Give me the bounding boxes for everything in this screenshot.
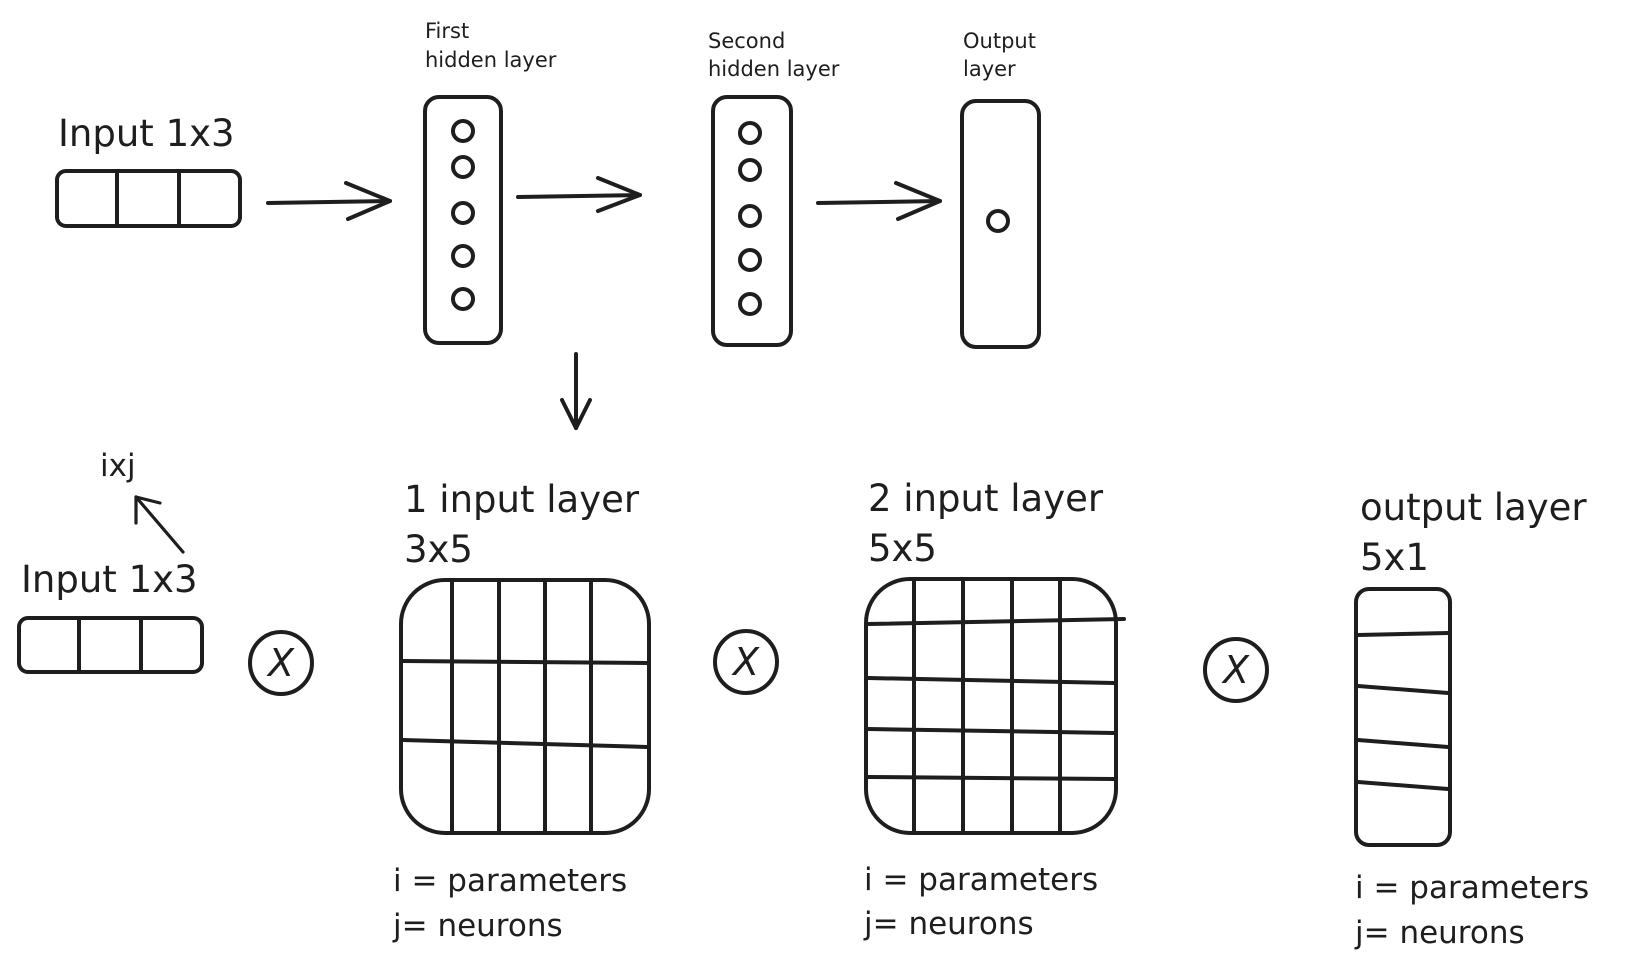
arrow-hidden1-down <box>560 352 592 430</box>
top-input-vector <box>55 169 242 228</box>
second-hidden-neurons <box>738 121 762 316</box>
multiply-symbol: X <box>248 630 314 696</box>
arrow-input-to-hidden1 <box>266 181 392 221</box>
arrow-hidden1-to-hidden2 <box>516 176 642 213</box>
layer1-shape: 3x5 <box>404 528 473 571</box>
first-hidden-label-line2: hidden layer <box>425 48 557 72</box>
first-hidden-layer-box <box>423 95 503 345</box>
first-hidden-neurons <box>451 119 475 311</box>
output-layer-box <box>960 99 1041 349</box>
second-hidden-layer-box <box>711 95 793 347</box>
layer1-weight-matrix <box>399 578 651 835</box>
svg-text:X: X <box>266 641 295 685</box>
bottom-input-label: Input 1x3 <box>21 558 198 601</box>
neuron <box>738 121 762 145</box>
output-weight-shape: 5x1 <box>1360 536 1429 579</box>
neuron <box>451 155 475 179</box>
output-weight-title: output layer <box>1360 486 1587 529</box>
neuron <box>451 244 475 268</box>
neuron <box>451 201 475 225</box>
neuron <box>738 158 762 182</box>
second-hidden-label-line2: hidden layer <box>708 57 840 81</box>
output-label-line1: Output <box>963 29 1036 53</box>
layer2-shape: 5x5 <box>868 527 937 570</box>
neuron <box>451 287 475 311</box>
ixj-label: ixj <box>100 448 136 484</box>
layer2-note-j: j= neurons <box>863 906 1034 942</box>
output-neuron <box>986 209 1010 233</box>
bottom-input-vector <box>17 616 204 674</box>
multiply-symbol: X <box>1203 637 1269 703</box>
output-note-i: i = parameters <box>1355 870 1589 906</box>
layer2-note-i: i = parameters <box>864 862 1098 898</box>
neuron <box>451 119 475 143</box>
first-hidden-label-line1: First <box>425 19 469 43</box>
bottom-diagram: ixj Input 1x3 X 1 input layer 3x5 <box>17 448 1589 951</box>
layer1-note-i: i = parameters <box>393 863 627 899</box>
top-diagram: Input 1x3 First hidden layer <box>55 19 1041 430</box>
svg-text:X: X <box>731 640 760 684</box>
output-label-line2: layer <box>963 57 1016 81</box>
output-note-j: j= neurons <box>1354 915 1525 951</box>
layer1-note-j: j= neurons <box>392 908 563 944</box>
layer2-weight-matrix <box>864 577 1126 835</box>
svg-text:X: X <box>1221 648 1250 692</box>
arrow-hidden2-to-output <box>816 181 942 221</box>
neuron <box>738 292 762 316</box>
output-weight-vector <box>1354 587 1452 847</box>
arrow-to-ixj <box>134 495 185 554</box>
layer2-title: 2 input layer <box>868 477 1104 520</box>
neuron <box>738 204 762 228</box>
top-input-label: Input 1x3 <box>58 112 235 155</box>
layer1-title: 1 input layer <box>404 478 640 521</box>
neuron <box>738 248 762 272</box>
second-hidden-label-line1: Second <box>708 29 785 53</box>
multiply-symbol: X <box>713 629 779 695</box>
